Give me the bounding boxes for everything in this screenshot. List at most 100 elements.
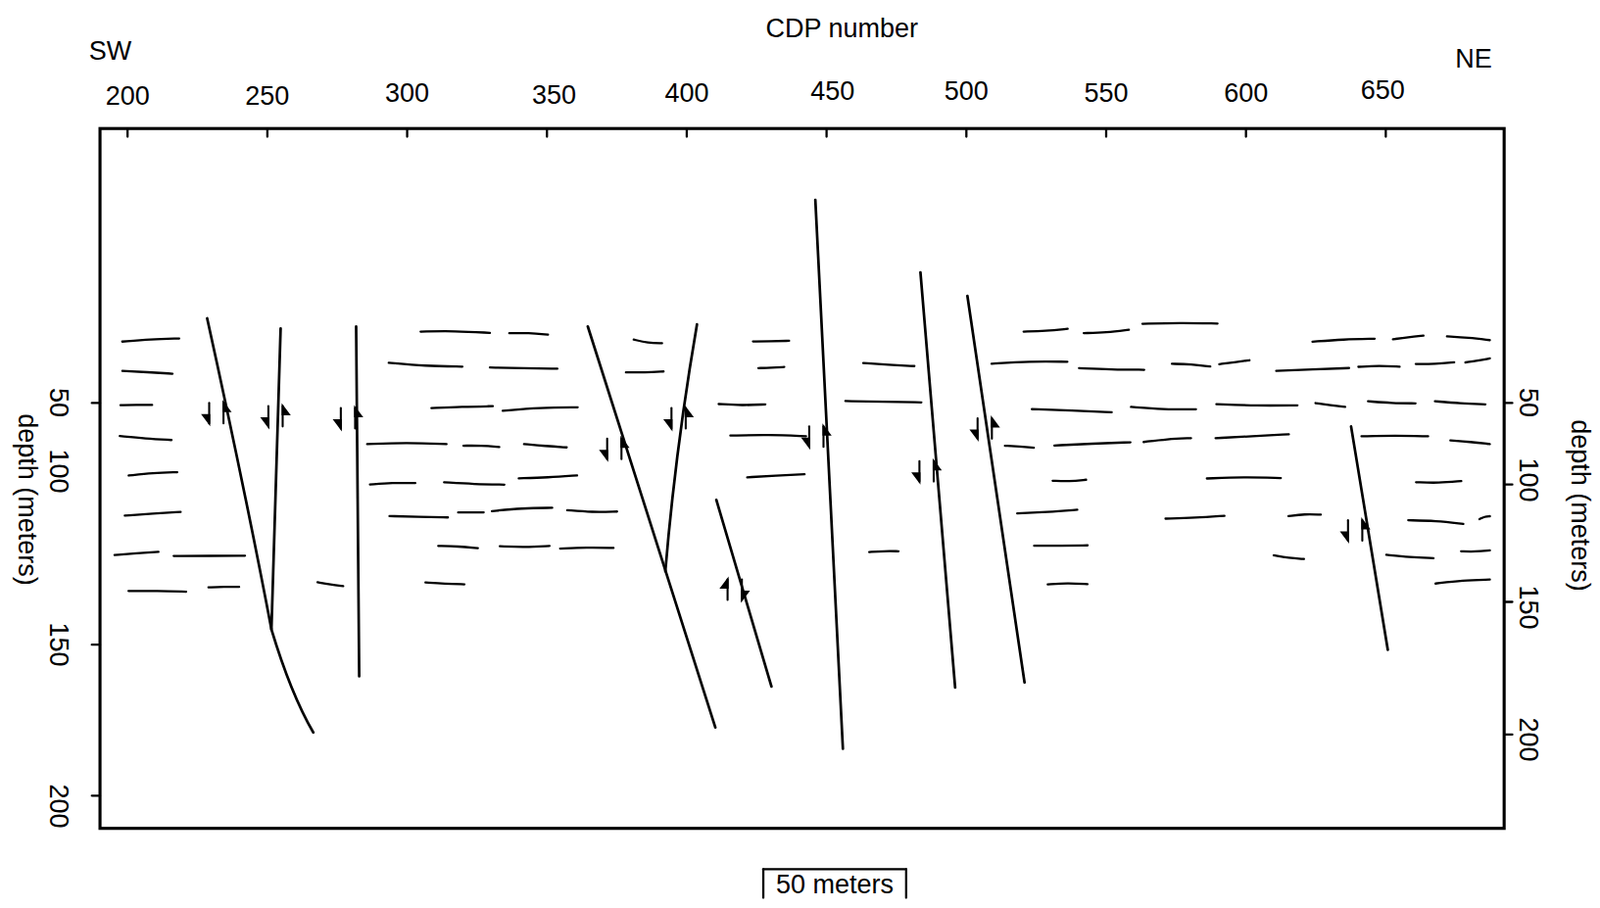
reflector xyxy=(122,371,173,375)
reflector xyxy=(1171,363,1211,367)
reflector xyxy=(1047,582,1088,586)
reflector xyxy=(560,546,614,550)
reflector xyxy=(1165,516,1225,520)
axis-title: CDP number xyxy=(765,15,919,43)
slip-arrow xyxy=(721,580,748,601)
reflector xyxy=(524,443,568,447)
tick-label: 200 xyxy=(1514,718,1542,763)
reflector xyxy=(845,400,922,402)
reflector xyxy=(1215,404,1298,406)
reflector xyxy=(122,339,180,342)
slip-arrow xyxy=(600,438,628,460)
slip-head xyxy=(202,415,209,424)
reflector xyxy=(458,511,485,514)
reflector xyxy=(1023,329,1068,333)
reflector xyxy=(1273,555,1305,560)
reflector xyxy=(991,361,1067,364)
slip-head xyxy=(621,438,628,447)
axis-title: depth (meters) xyxy=(1566,419,1594,592)
slip-head xyxy=(665,420,672,429)
reflector xyxy=(1393,336,1424,340)
reflector xyxy=(1361,435,1429,438)
tick-label: 350 xyxy=(532,81,577,108)
tick-label: 300 xyxy=(385,79,430,106)
slip-arrow xyxy=(262,406,290,428)
slip-arrow xyxy=(803,426,830,447)
reflector xyxy=(863,363,915,367)
slip-head xyxy=(685,408,692,417)
fault xyxy=(355,326,359,677)
reflector xyxy=(367,442,447,444)
reflector xyxy=(120,403,152,407)
tick-label: 100 xyxy=(1514,457,1542,502)
tick-label: 50 xyxy=(45,387,72,418)
fault xyxy=(716,499,772,687)
reflector xyxy=(499,544,550,548)
reflector xyxy=(173,554,245,558)
slip-head xyxy=(354,408,361,417)
slip-head xyxy=(262,418,269,427)
fault xyxy=(206,318,313,733)
fault xyxy=(815,199,843,749)
tick-label: 500 xyxy=(944,77,989,104)
slip-head xyxy=(600,450,607,459)
slip-arrow xyxy=(335,408,362,430)
slip-arrow xyxy=(913,461,940,483)
frame xyxy=(99,128,1504,828)
reflector xyxy=(437,545,478,548)
fault xyxy=(587,326,716,728)
fault xyxy=(665,324,697,572)
slip-head xyxy=(971,431,978,439)
axis-title: depth (meters) xyxy=(13,414,41,587)
slip-head xyxy=(933,461,940,470)
slip-arrow xyxy=(1342,520,1369,541)
reflector xyxy=(1450,440,1490,445)
slip-arrows xyxy=(202,402,1368,600)
reflector xyxy=(1083,330,1129,335)
axis-ticks xyxy=(92,128,1513,796)
tick-label: 250 xyxy=(244,82,290,109)
reflector xyxy=(753,339,790,343)
reflector xyxy=(128,472,178,476)
tick-label: 150 xyxy=(1514,584,1542,630)
reflector xyxy=(114,551,159,555)
tick-label: 650 xyxy=(1360,76,1406,103)
reflector xyxy=(1407,520,1463,525)
reflector xyxy=(502,407,579,411)
tick-label: 50 xyxy=(1514,387,1542,418)
direction-label: SW xyxy=(89,38,133,65)
reflector xyxy=(1479,516,1491,520)
reflectors xyxy=(114,323,1491,592)
reflector xyxy=(718,403,766,405)
slip-arrow xyxy=(202,402,230,424)
reflector xyxy=(758,367,784,369)
scale-bar xyxy=(763,869,907,898)
reflector xyxy=(1367,401,1415,404)
reflector xyxy=(1465,358,1491,363)
slip-head xyxy=(913,473,920,482)
fault-lines xyxy=(206,199,1388,749)
reflector xyxy=(1052,480,1086,482)
reflector xyxy=(489,367,558,369)
reflector xyxy=(1143,437,1191,442)
reflector xyxy=(420,331,490,334)
tick-label: 200 xyxy=(45,783,72,828)
tick-label: 200 xyxy=(105,82,150,109)
reflector xyxy=(1017,509,1077,514)
reflector xyxy=(1312,339,1375,342)
reflector xyxy=(1142,322,1218,326)
reflector xyxy=(208,585,240,589)
reflector xyxy=(1215,434,1290,438)
tick-label: 400 xyxy=(664,79,709,106)
slip-head xyxy=(335,420,341,429)
reflector xyxy=(1386,554,1434,558)
reflector xyxy=(1005,445,1035,448)
scale-label: 50 meters xyxy=(775,871,894,898)
reflector xyxy=(1218,360,1250,365)
reflector xyxy=(1078,368,1145,371)
reflector xyxy=(869,550,899,554)
reflector xyxy=(509,333,549,336)
reflector xyxy=(389,516,449,518)
slip-head xyxy=(741,591,748,600)
tick-label: 450 xyxy=(810,77,855,104)
